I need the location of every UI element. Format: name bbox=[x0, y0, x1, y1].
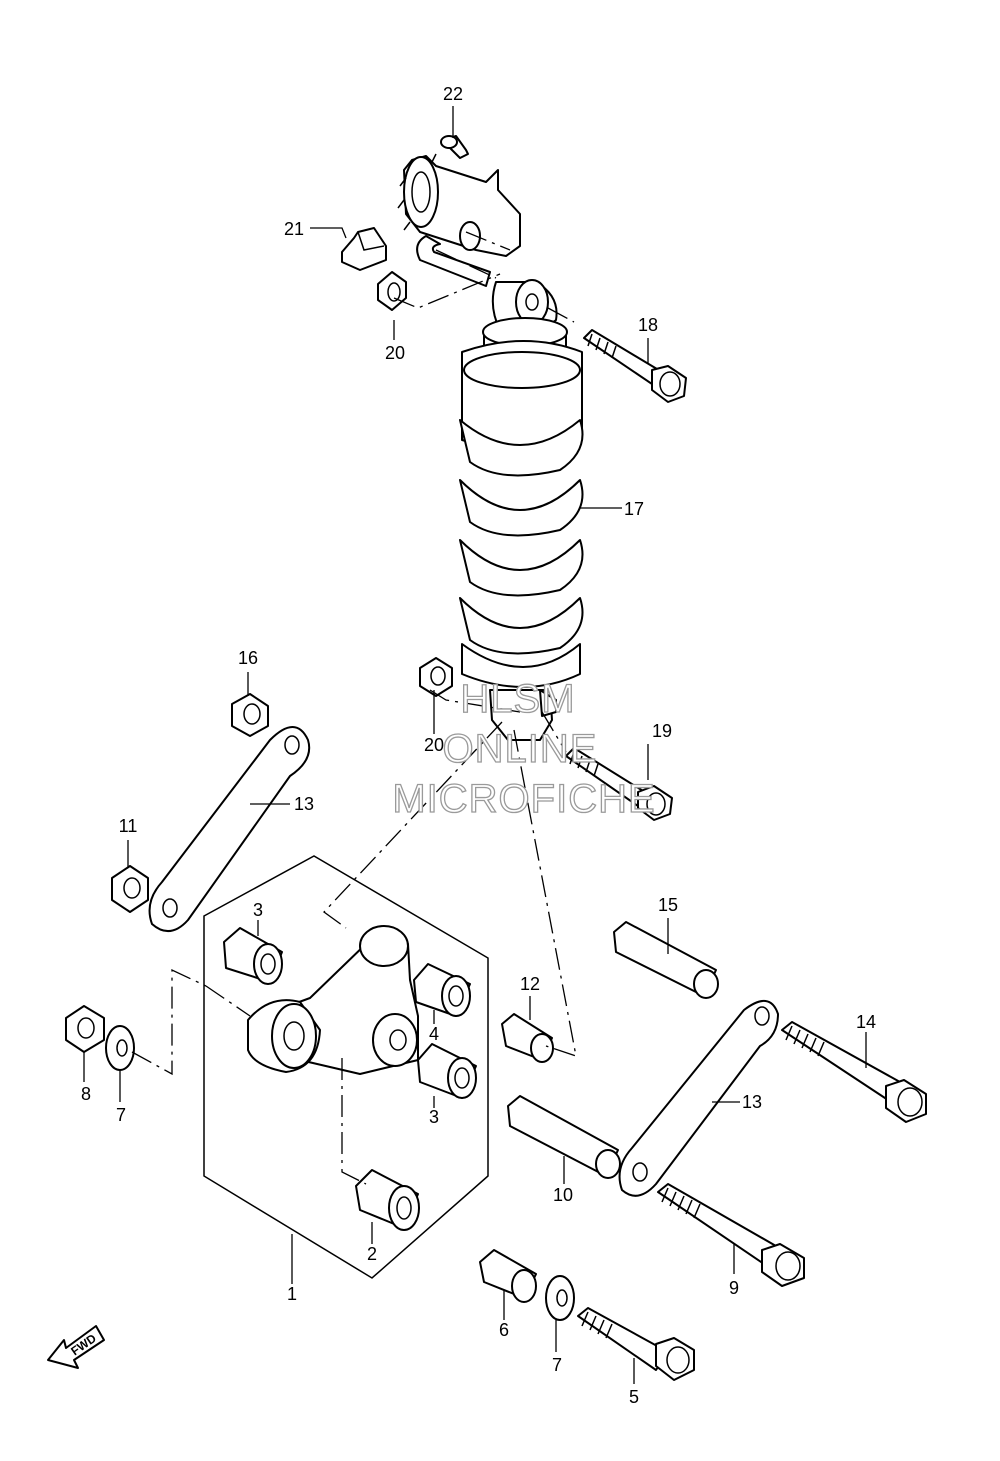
callout-8: 8 bbox=[81, 1084, 91, 1104]
callouts: 22 21 20 18 17 16 20 19 13 11 3 15 12 4 … bbox=[81, 84, 876, 1407]
watermark-line-1: HLSM bbox=[460, 677, 575, 721]
callout-13-left: 13 bbox=[294, 794, 314, 814]
watermark-line-3: MICROFICHE bbox=[392, 777, 655, 821]
callout-7-right: 7 bbox=[552, 1355, 562, 1375]
bushing-12 bbox=[501, 1013, 554, 1063]
callout-15: 15 bbox=[658, 895, 678, 915]
leader-lines bbox=[83, 106, 867, 1384]
callout-5: 5 bbox=[629, 1387, 639, 1407]
callout-9: 9 bbox=[729, 1278, 739, 1298]
shock-reservoir bbox=[397, 153, 521, 287]
callout-14: 14 bbox=[856, 1012, 876, 1032]
callout-22: 22 bbox=[443, 84, 463, 104]
watermark-line-2: ONLINE bbox=[443, 727, 598, 771]
callout-1: 1 bbox=[287, 1284, 297, 1304]
bushing-2 bbox=[355, 1169, 420, 1231]
nut-16 bbox=[231, 693, 269, 737]
callout-19: 19 bbox=[652, 721, 672, 741]
nut-8 bbox=[65, 1005, 105, 1053]
callout-20-lower: 20 bbox=[424, 735, 444, 755]
callout-12: 12 bbox=[520, 974, 540, 994]
bolt-14 bbox=[781, 1021, 927, 1123]
bearing-3-lower bbox=[417, 1043, 477, 1099]
bolt-22 bbox=[440, 135, 469, 159]
callout-3-lower: 3 bbox=[429, 1107, 439, 1127]
bearing-3-upper bbox=[223, 927, 283, 985]
callout-13-right: 13 bbox=[742, 1092, 762, 1112]
bolt-18 bbox=[583, 329, 687, 403]
callout-20-upper: 20 bbox=[385, 343, 405, 363]
callout-21: 21 bbox=[284, 219, 304, 239]
callout-10: 10 bbox=[553, 1185, 573, 1205]
callout-6: 6 bbox=[499, 1320, 509, 1340]
bolt-5 bbox=[577, 1307, 695, 1381]
nut-11 bbox=[111, 865, 149, 913]
bolt-19 bbox=[565, 747, 673, 821]
assembly-lines bbox=[131, 231, 577, 1185]
callout-18: 18 bbox=[638, 315, 658, 335]
pipe-10 bbox=[507, 1095, 621, 1179]
link-rod-13-right bbox=[618, 1000, 779, 1197]
nut-20-upper bbox=[377, 271, 407, 311]
pipe-15 bbox=[613, 921, 719, 999]
cushion-lever-assembly-1 bbox=[203, 855, 489, 1279]
watermark: HLSM ONLINE MICROFICHE bbox=[392, 676, 656, 821]
bearing-4 bbox=[413, 963, 471, 1017]
washer-7-right bbox=[545, 1275, 575, 1321]
bushing-6 bbox=[479, 1249, 537, 1303]
callout-7-left: 7 bbox=[116, 1105, 126, 1125]
callout-3-upper: 3 bbox=[253, 900, 263, 920]
callout-11: 11 bbox=[119, 816, 138, 836]
callout-16: 16 bbox=[238, 648, 258, 668]
bolt-9 bbox=[657, 1183, 805, 1287]
clamp-21 bbox=[341, 227, 387, 271]
shock-absorber-17 bbox=[459, 279, 584, 741]
washer-7-left bbox=[105, 1025, 135, 1071]
fwd-arrow-icon: FWD bbox=[47, 1325, 105, 1369]
callout-2: 2 bbox=[367, 1244, 377, 1264]
callout-4: 4 bbox=[429, 1024, 439, 1044]
callout-17: 17 bbox=[624, 499, 644, 519]
nut-20-lower bbox=[419, 657, 453, 697]
link-rod-13-left bbox=[148, 726, 311, 932]
